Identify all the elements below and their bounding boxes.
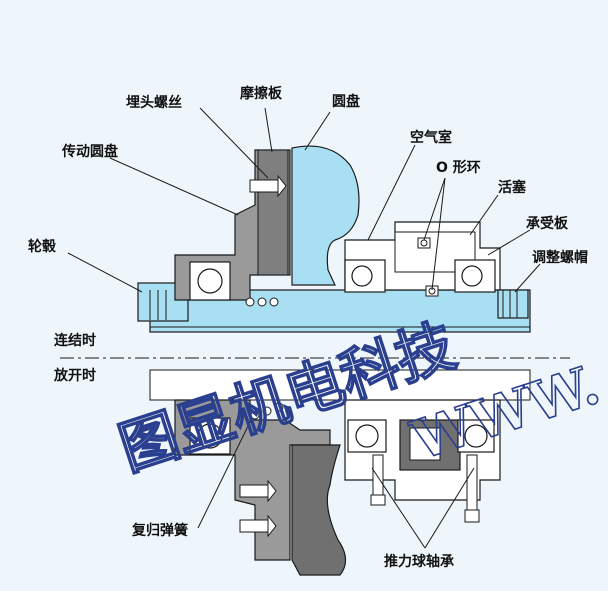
friction-plate-upper — [257, 149, 289, 276]
label-hub: 轮毂 — [28, 238, 57, 255]
label-bearing-plate: 承受板 — [526, 215, 569, 232]
return-spring-upper-icon — [245, 297, 279, 307]
label-adjust-nut: 调整螺帽 — [532, 249, 588, 266]
label-disc: 圆盘 — [332, 93, 360, 110]
shaft-lower — [149, 369, 531, 401]
label-released: 放开时 — [53, 367, 96, 384]
label-piston: 活塞 — [498, 179, 527, 196]
hub-bearing-icon — [189, 261, 231, 301]
label-friction-plate: 摩擦板 — [240, 85, 283, 102]
disc-upper — [291, 145, 360, 286]
label-drive-disc: 传动圆盘 — [61, 143, 118, 160]
label-engaged: 连结时 — [54, 332, 96, 349]
bearing-right-upper-icon — [454, 259, 496, 293]
hub-bearing-lower-icon — [189, 417, 231, 455]
thrust-bearing-left-icon — [347, 419, 387, 453]
piston-insert-lower — [409, 427, 441, 461]
countersunk-bolt-lower-icon — [239, 479, 277, 538]
return-spring-lower-icon — [250, 402, 284, 420]
countersunk-bolt-icon — [249, 174, 287, 198]
label-return-spring: 复归弹簧 — [131, 522, 188, 539]
label-air-chamber: 空气室 — [410, 129, 452, 146]
leader-lines — [67, 107, 541, 549]
label-bolt: 埋头螺丝 — [126, 94, 182, 111]
disc-lower — [291, 444, 347, 576]
thrust-bearing-right-icon — [457, 419, 495, 453]
label-thrust-bearing: 推力球轴承 — [384, 553, 454, 570]
bearing-left-upper-icon — [344, 259, 386, 293]
label-o-ring: O 形环 — [436, 159, 481, 176]
